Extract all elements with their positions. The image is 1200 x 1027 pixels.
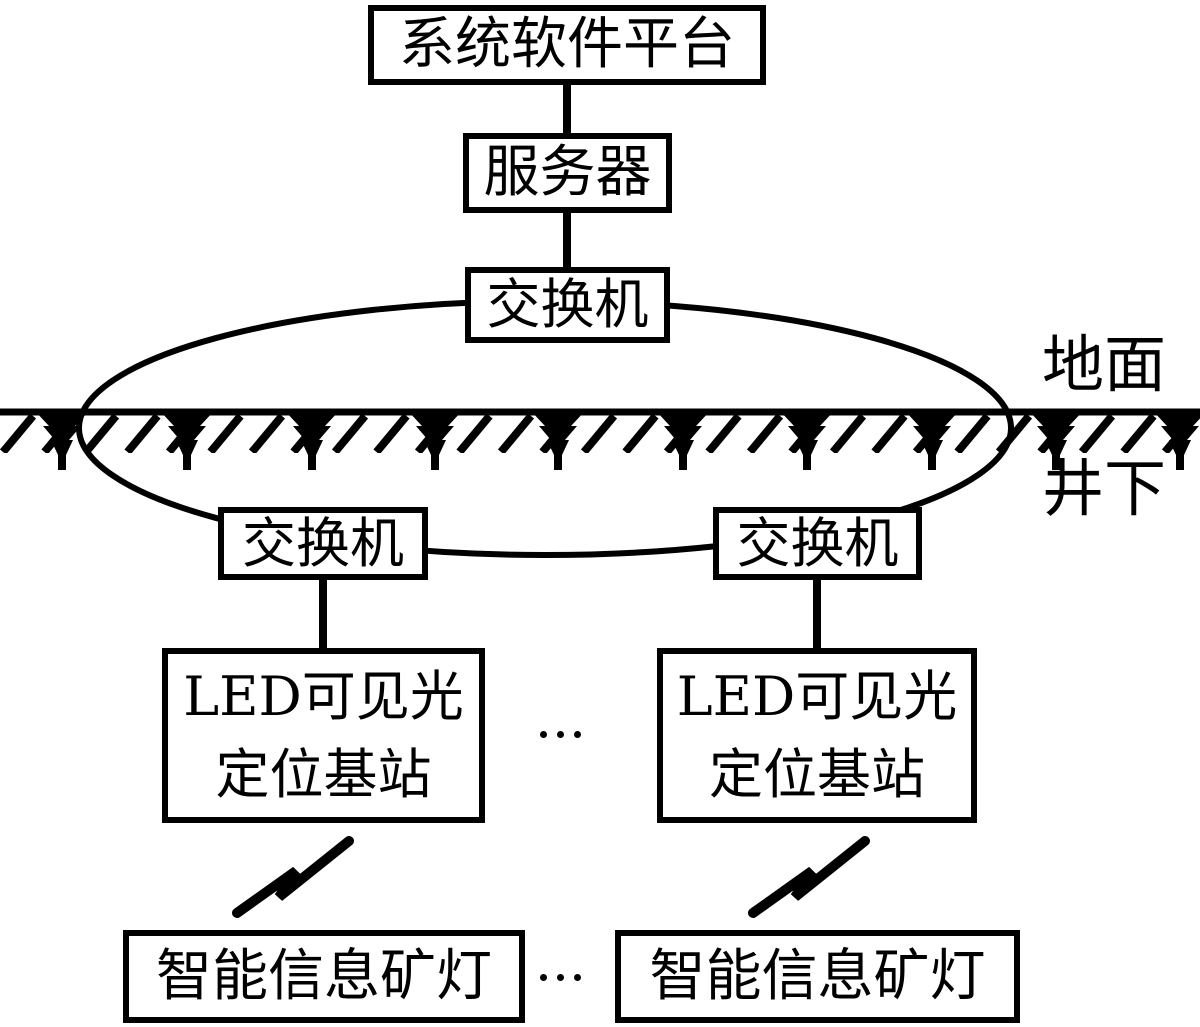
node-switch-underground-left-label: 交换机 <box>242 511 404 575</box>
node-switch-underground-right-label: 交换机 <box>736 511 899 575</box>
ellipsis-dot <box>540 974 547 981</box>
ellipsis-between-miner-lamps <box>540 974 581 981</box>
node-server-label: 服务器 <box>483 140 652 206</box>
node-led-base-station-left-line1: LED可见光 <box>183 664 464 728</box>
ellipsis-dot <box>557 731 564 738</box>
node-smart-miner-lamp-left: 智能信息矿灯 <box>123 930 525 1023</box>
node-switch-underground-left: 交换机 <box>218 507 428 580</box>
node-led-base-station-right: LED可见光 定位基站 <box>657 648 977 823</box>
node-smart-miner-lamp-right-label: 智能信息矿灯 <box>649 943 986 1009</box>
node-switch-top-label: 交换机 <box>486 273 649 337</box>
node-switch-top: 交换机 <box>465 267 670 343</box>
lightning-bolt-left-icon <box>232 836 354 918</box>
node-led-base-station-left-line2: 定位基站 <box>215 742 432 806</box>
node-software-platform-label: 系统软件平台 <box>399 12 735 78</box>
surface-label: 地面 <box>1042 328 1167 401</box>
node-led-base-station-right-line2: 定位基站 <box>708 742 925 806</box>
node-smart-miner-lamp-left-label: 智能信息矿灯 <box>156 943 492 1009</box>
ellipsis-dot <box>540 731 547 738</box>
node-switch-underground-right: 交换机 <box>713 507 922 580</box>
ellipsis-dot <box>574 731 581 738</box>
node-smart-miner-lamp-right: 智能信息矿灯 <box>615 930 1020 1023</box>
node-software-platform: 系统软件平台 <box>368 5 766 85</box>
node-led-base-station-right-line1: LED可见光 <box>676 664 958 728</box>
ellipsis-dot <box>574 974 581 981</box>
lightning-bolt-right-icon <box>748 836 870 918</box>
underground-label: 井下 <box>1042 452 1167 525</box>
node-server: 服务器 <box>463 133 672 213</box>
ellipsis-between-base-stations <box>540 731 581 738</box>
ellipsis-dot <box>557 974 564 981</box>
node-led-base-station-left: LED可见光 定位基站 <box>162 648 485 823</box>
